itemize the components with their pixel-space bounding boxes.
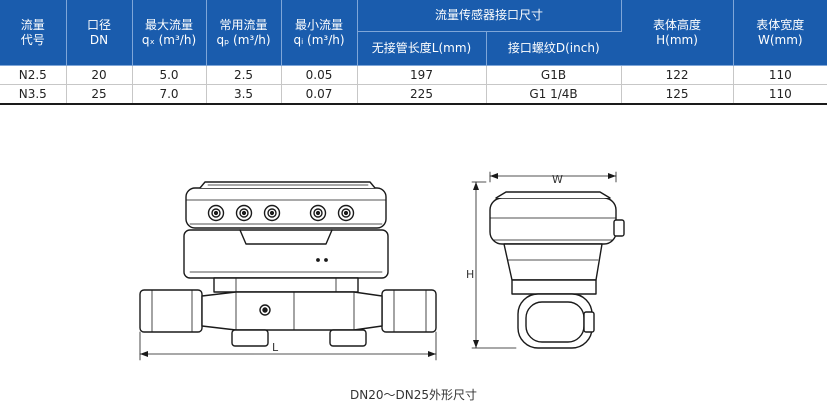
cell-flow-code: N3.5 bbox=[0, 84, 67, 105]
header-thread: 接口螺纹D(inch) bbox=[486, 31, 622, 66]
header-length: 无接管长度L(mm) bbox=[357, 31, 487, 66]
cell-thread: G1 1/4B bbox=[486, 84, 622, 105]
header-flow-code: 流量代号 bbox=[0, 0, 67, 66]
cell-common-flow: 2.5 bbox=[206, 65, 282, 85]
cell-height: 122 bbox=[621, 65, 734, 85]
table-row: N3.5 25 7.0 3.5 0.07 225 G1 1/4B 125 110 bbox=[0, 84, 827, 105]
cell-common-flow: 3.5 bbox=[206, 84, 282, 105]
cell-thread: G1B bbox=[486, 65, 622, 85]
dim-label-height: H bbox=[466, 268, 474, 281]
cell-dn: 20 bbox=[66, 65, 133, 85]
dim-label-width: W bbox=[552, 173, 563, 186]
knob-icon bbox=[207, 204, 225, 222]
cell-min-flow: 0.05 bbox=[281, 65, 358, 85]
knob-icon bbox=[235, 204, 253, 222]
header-sensor-group: 流量传感器接口尺寸 bbox=[357, 0, 622, 32]
cell-height: 125 bbox=[621, 84, 734, 105]
cell-min-flow: 0.07 bbox=[281, 84, 358, 105]
cell-length: 197 bbox=[357, 65, 487, 85]
cell-dn: 25 bbox=[66, 84, 133, 105]
cell-flow-code: N2.5 bbox=[0, 65, 67, 85]
figure-caption: DN20～DN25外形尺寸 bbox=[350, 388, 477, 402]
cell-length: 225 bbox=[357, 84, 487, 105]
table-row: N2.5 20 5.0 2.5 0.05 197 G1B 122 110 bbox=[0, 65, 827, 85]
knob-icon bbox=[263, 204, 281, 222]
front-view: L bbox=[139, 181, 437, 361]
meter-drawing: L W H bbox=[139, 171, 625, 361]
side-view: W H bbox=[466, 171, 625, 349]
knob-icon bbox=[337, 204, 355, 222]
cell-max-flow: 5.0 bbox=[132, 65, 207, 85]
cell-width: 110 bbox=[733, 84, 827, 105]
dim-label-length: L bbox=[272, 341, 279, 354]
cell-width: 110 bbox=[733, 65, 827, 85]
knob-icon bbox=[309, 204, 327, 222]
cell-max-flow: 7.0 bbox=[132, 84, 207, 105]
